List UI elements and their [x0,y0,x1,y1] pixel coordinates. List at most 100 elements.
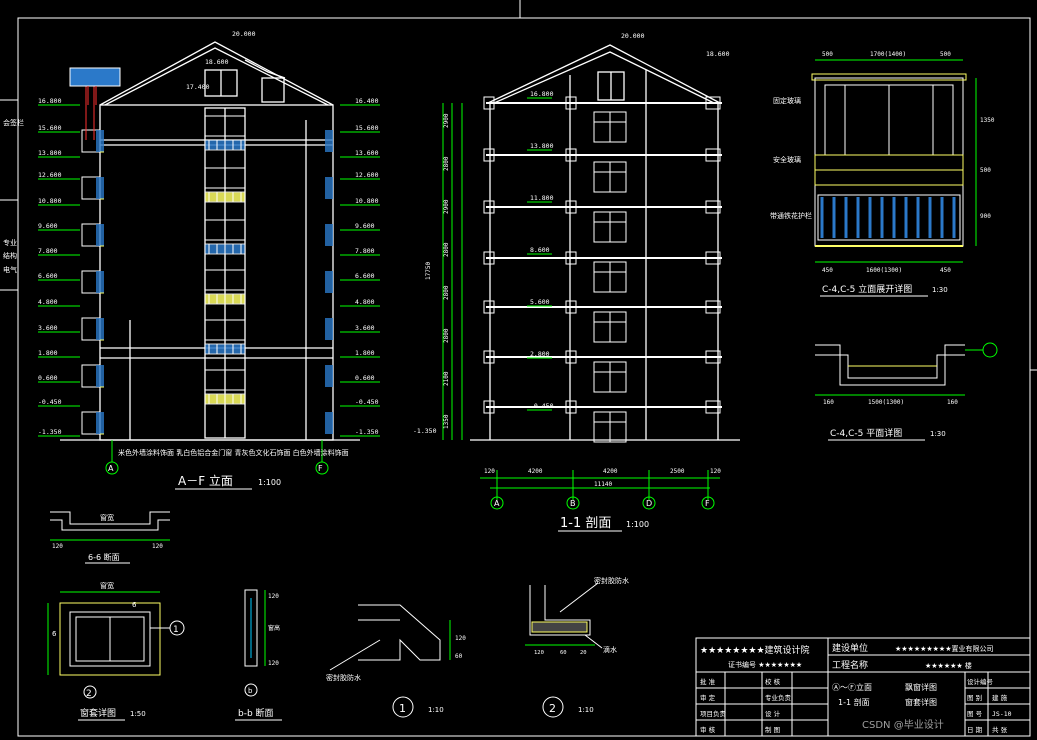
detail-scale: 1:10 [428,706,444,714]
beam [705,200,721,214]
level-label: -0.450 [530,402,554,410]
detail-2: 密封胶防水 滴水 120 60 20 2 1:10 [525,576,629,718]
level-label: 13.800 [530,142,554,150]
callout-label: 密封胶防水 [326,673,361,682]
elevation-axes [105,440,329,475]
level-label: 10.800 [38,197,62,205]
dim-label: 120 [268,660,279,667]
beam [705,251,721,265]
detail-title: 6-6 断面 [88,552,120,562]
railing-frame [817,194,961,241]
elevation-windows [204,115,246,405]
dim-label: 120 [484,468,495,475]
elevation-drawing: 16.80015.60013.80012.60010.8009.6007.800… [38,30,380,490]
detail-title: C-4,C-5 立面展开详图 [822,283,912,295]
beam [565,251,577,265]
balcony-glass [325,271,333,293]
level-label: 18.600 [706,50,730,58]
client-value: ★★★★★★★★★置业有限公司 [895,644,993,653]
level-label: 7.800 [355,247,375,255]
balcony-glass [96,177,104,199]
window [204,167,246,189]
window-plan-detail: 160 1500(1300) 160 C-4,C-5 平面详图 1:30 [815,342,998,441]
detail-title: C-4,C-5 平面详图 [830,427,902,439]
detail-scale: 1:10 [578,706,594,714]
margin-label: 结构 [3,251,17,260]
dim-label: 4200 [528,468,543,475]
beam [705,400,721,414]
dim-label: 500 [822,51,833,58]
level-label: 12.600 [38,171,62,179]
elevation-top-levels: 20.000 18.600 17.400 [186,30,256,91]
section-title: 1-1 剖面 [560,516,611,531]
level-label: -1.350 [413,427,437,435]
window [204,219,246,241]
callout-label: 滴水 [603,645,617,654]
balcony-glass [96,365,104,387]
dim-label: 2100 [443,371,450,386]
balcony-glass [96,271,104,293]
dim-label: 2900 [443,199,450,214]
row-label: 专业负责 [765,693,792,702]
axis-label: A [108,464,114,473]
cut-mark: 6 [52,630,57,638]
dim-label: 120 [152,543,163,550]
dim-label: 1500(1300) [868,399,904,406]
left-margin: 会签栏 专业 结构 电气 [3,118,24,274]
dim-label: 120 [268,593,279,600]
title-block [695,637,1031,737]
margin-label: 会签栏 [3,118,24,127]
drawing-name: Ⓐ～Ⓕ立面 [832,682,872,692]
elevation-title: A－F 立面 [178,473,233,488]
info-value: JS-10 [992,710,1012,718]
dim-label: 500 [940,51,951,58]
balcony-glass [325,130,333,152]
beam [483,96,495,110]
info-label: 日 期 [967,726,983,734]
detail-scale: 1:50 [130,710,146,718]
detail-number: 2 [549,702,556,715]
material-note: 米色外墙涂料饰面 乳白色铝合金门窗 青灰色文化石饰面 白色外墙涂料饰面 [118,448,349,457]
detail-title: b-b 断面 [238,707,274,719]
dim-label: 160 [947,399,958,406]
level-label: 13.800 [38,149,62,157]
level-label: 20.000 [621,32,645,40]
dim-label: 450 [940,267,951,274]
level-label: 7.800 [38,247,58,255]
beam [565,350,577,364]
dim-label: 窗宽 [100,581,114,590]
detail-1: 密封胶防水 120 60 1 1:10 [326,604,466,718]
title-block-text: ★★★★★★★★建筑设计院 证书编号 ★★★★★★★ 建设单位 ★★★★★★★★… [700,642,1012,734]
window [204,269,246,291]
dim-label: 1350 [443,414,450,429]
beam [565,300,577,314]
project-label: 工程名称 [832,659,868,671]
beam [705,148,721,162]
level-label: 8.600 [530,246,550,254]
balcony-glass [325,365,333,387]
margin-label: 电气 [3,265,17,274]
beam [483,300,495,314]
beam [705,350,721,364]
row-label: 审 定 [700,693,716,702]
row-label: 批 准 [700,677,716,686]
callout-number: 2 [86,689,92,699]
callout-label: 固定玻璃 [773,96,801,105]
level-label: 16.800 [530,90,554,98]
window [204,115,246,137]
beam [483,200,495,214]
cut-mark: b [248,687,253,695]
level-label: -1.350 [355,428,379,436]
dim-label: 160 [823,399,834,406]
dim-label: 1600(1300) [866,267,902,274]
dim-label: 2800 [443,285,450,300]
callout-number: 1 [173,625,179,635]
dim-label: 120 [710,468,721,475]
dim-label: 120 [455,635,466,642]
info-label: 图 号 [967,710,983,718]
callout-label: 带通铁花护栏 [770,211,812,220]
axis-label: F [705,499,710,508]
